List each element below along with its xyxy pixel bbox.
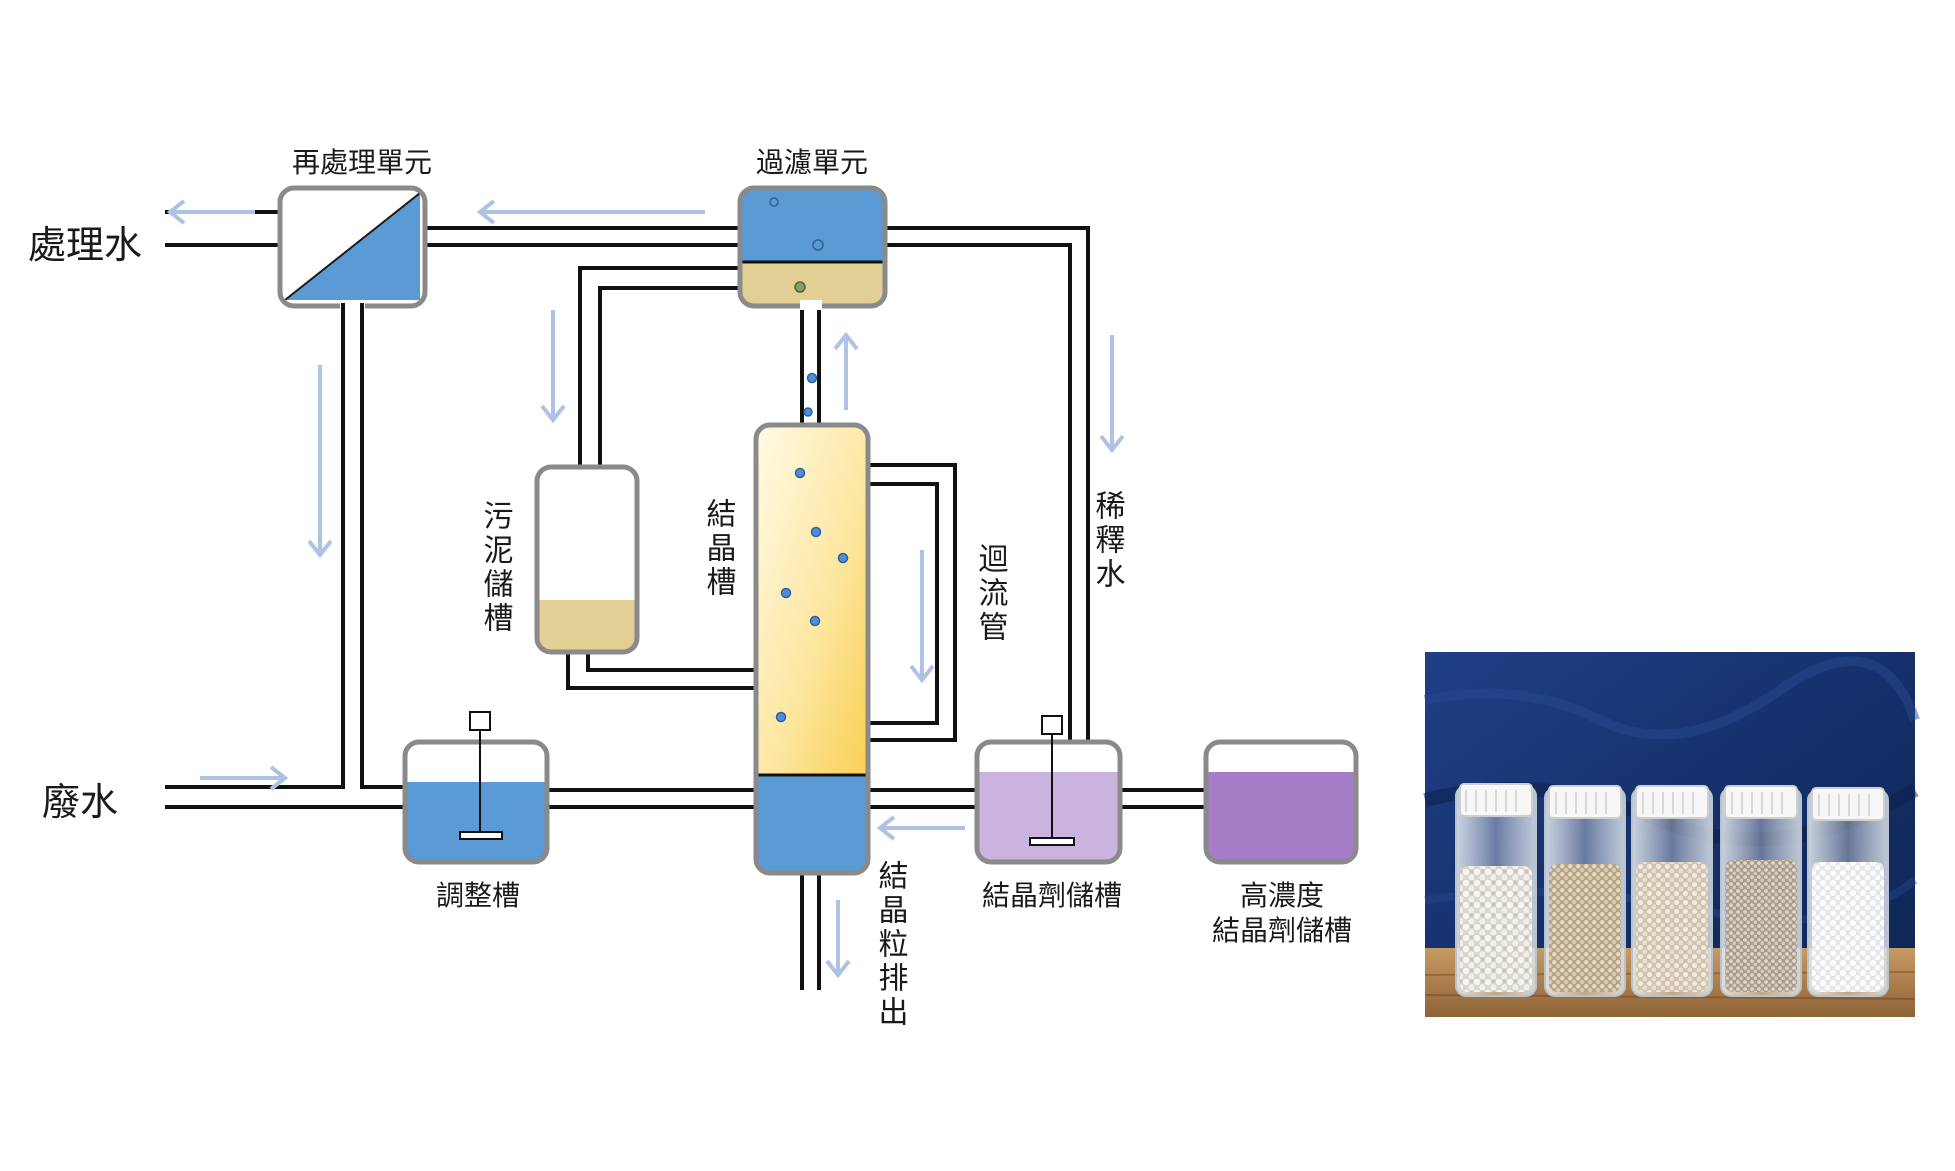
agent-storage-tank bbox=[974, 715, 1123, 865]
recirculation-pipe-label: 迴流管 bbox=[973, 543, 1009, 645]
adjustment-tank bbox=[402, 711, 550, 865]
crystallization-tank-label: 結晶槽 bbox=[701, 498, 737, 600]
pellet-discharge-label: 結晶粒排出 bbox=[873, 860, 908, 1030]
pipes bbox=[165, 210, 1206, 990]
arrow-sludge-down bbox=[540, 310, 566, 424]
arrow-retreatment-recycle-down bbox=[307, 365, 333, 559]
wastewater-label: 廢水 bbox=[42, 780, 118, 824]
arrow-crystallizer-up bbox=[833, 331, 859, 410]
adjustment-tank-label: 調整槽 bbox=[436, 879, 520, 912]
treated-water-label: 處理水 bbox=[28, 223, 142, 267]
jar bbox=[1544, 785, 1626, 997]
high-concentration-label-line1: 高濃度 bbox=[1240, 879, 1324, 912]
retreatment-unit bbox=[277, 185, 428, 340]
crystallization-tank bbox=[753, 372, 871, 876]
labels: 處理水 再處理單元 過濾單元 廢水 調整槽 結晶劑儲槽 高濃度 結晶劑儲槽 污泥… bbox=[28, 146, 1352, 1030]
arrow-pellet-discharge bbox=[825, 900, 851, 979]
arrow-agent-to-crystallizer bbox=[876, 815, 965, 841]
agent-storage-tank-label: 結晶劑儲槽 bbox=[982, 879, 1122, 912]
arrow-to-retreatment bbox=[476, 199, 705, 225]
crystal-bubbles bbox=[775, 372, 849, 723]
jar bbox=[1720, 785, 1802, 997]
arrow-recirculation-down bbox=[909, 550, 935, 684]
jar bbox=[1807, 787, 1889, 997]
stirrer bbox=[1029, 715, 1075, 846]
high-concentration-agent-tank bbox=[1203, 739, 1359, 865]
arrow-treated-water-out bbox=[166, 199, 255, 225]
sludge-storage-tank bbox=[534, 464, 640, 655]
stirrer bbox=[459, 711, 503, 840]
dilution-water-label: 稀釋水 bbox=[1090, 490, 1126, 592]
arrow-dilution-down bbox=[1099, 335, 1125, 454]
retreatment-unit-label: 再處理單元 bbox=[292, 146, 432, 179]
jar bbox=[1631, 785, 1713, 997]
arrow-wastewater-in bbox=[200, 765, 289, 791]
jar bbox=[1455, 783, 1537, 997]
filtration-unit-label: 過濾單元 bbox=[756, 146, 868, 179]
pellet-jars-photo bbox=[1423, 652, 1920, 1017]
high-concentration-label-line2: 結晶劑儲槽 bbox=[1212, 914, 1352, 947]
sludge-storage-tank-label: 污泥儲槽 bbox=[478, 500, 514, 636]
filtration-unit bbox=[737, 185, 888, 310]
flow-arrows bbox=[166, 199, 1125, 979]
